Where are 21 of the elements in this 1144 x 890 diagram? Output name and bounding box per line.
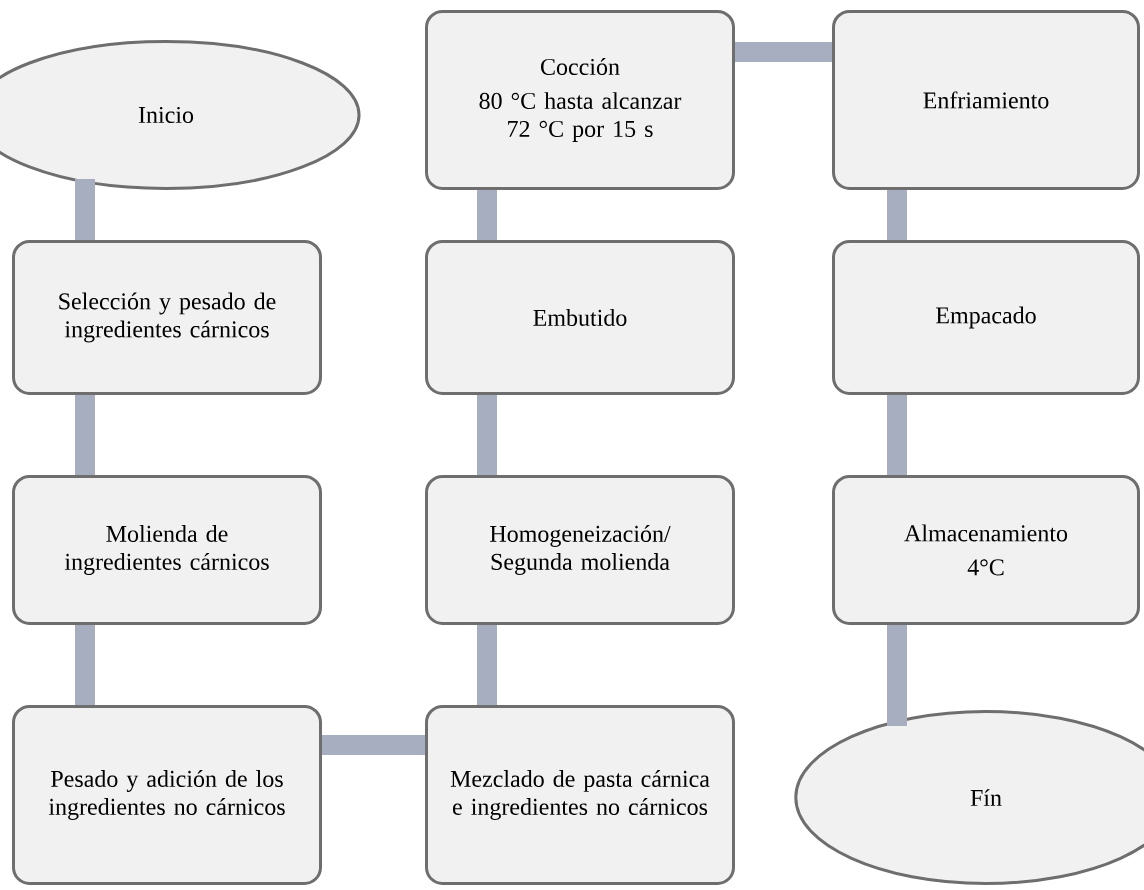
process-box: Empacado <box>832 240 1140 395</box>
connector <box>887 190 907 240</box>
process-box: Embutido <box>425 240 735 395</box>
process-box: Mezclado de pasta cárnica e ingredientes no cárnicos <box>425 705 735 885</box>
connector <box>322 735 425 755</box>
connector <box>75 395 95 475</box>
process-box: Enfriamiento <box>832 10 1140 190</box>
connector <box>887 625 907 727</box>
process-box: Selección y pesado de ingredientes cárnicos <box>12 240 322 395</box>
connector <box>735 42 832 62</box>
connector <box>75 179 95 240</box>
connector <box>477 395 497 475</box>
connector <box>75 625 95 705</box>
process-box: Almacenamiento 4°C <box>832 475 1140 625</box>
process-box: Molienda de ingredientes cárnicos <box>12 475 322 625</box>
connector <box>477 190 497 240</box>
process-box: Pesado y adición de los ingredientes no cárnicos <box>12 705 322 885</box>
process-box: Cocción 80 °C hasta alcanzar 72 °C por 15 s <box>425 10 735 190</box>
connector <box>477 625 497 705</box>
connector <box>887 395 907 475</box>
process-box: Homogeneización/ Segunda molienda <box>425 475 735 625</box>
